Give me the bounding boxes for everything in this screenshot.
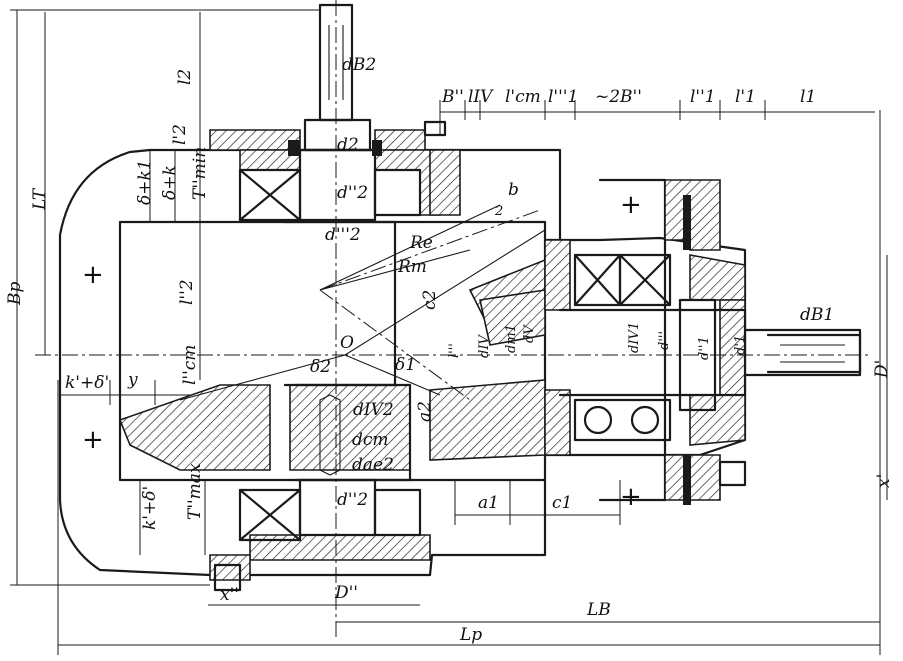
label-d2: d2 — [337, 135, 359, 155]
label-top-2b: ~2B'' — [595, 87, 642, 107]
label-top-l1p: l'1 — [735, 87, 756, 107]
svg-text:+: + — [82, 425, 104, 455]
label-k-delta: k'+δ' — [65, 373, 109, 393]
hatched-sections — [118, 129, 746, 581]
gaskets — [288, 140, 691, 505]
label-d-b2: dB2 — [342, 55, 376, 75]
label-y: y — [127, 370, 138, 390]
label-d-ae2: dae2 — [352, 455, 394, 475]
label-d2-dprime: d''2 — [337, 183, 368, 203]
label-c1: c1 — [552, 493, 572, 513]
label-c2: c2 — [420, 290, 440, 310]
label-r-m: Rm — [397, 257, 427, 277]
label-l-cm: l''cm — [180, 345, 200, 385]
svg-text:+: + — [82, 260, 104, 290]
svg-text:+: + — [620, 190, 642, 220]
cone-lines — [179, 204, 546, 401]
label-o: O — [340, 333, 354, 353]
label-d-cm: dcm — [352, 430, 389, 450]
label-l2-iii: l''2 — [177, 279, 197, 305]
label-r-e: Re — [409, 233, 433, 253]
dimension-lines — [10, 9, 888, 655]
bolts — [213, 120, 747, 592]
dimension-labels: dB2 l2 l'2 d2 d''2 d'''2 dIV2 dcm dae2 d… — [5, 55, 894, 645]
input-shaft — [558, 298, 862, 412]
svg-text:+: + — [620, 482, 642, 512]
label-d-dprime: D'' — [334, 583, 358, 603]
label-a1: a1 — [478, 493, 499, 513]
plus-markers: + + + + — [82, 190, 642, 512]
label-top-lcm: l'cm — [505, 87, 541, 107]
label-delta1: δ1 — [395, 355, 416, 375]
label-b: b — [508, 180, 519, 200]
center-lines — [35, 0, 870, 640]
label-d-prime: D' — [872, 360, 892, 379]
label-k-delta-2: k'+δ' — [140, 486, 160, 530]
label-top-b: B'' — [441, 87, 464, 107]
label-b-p: Bp — [5, 282, 25, 306]
label-d-iii: d''' — [657, 331, 672, 350]
label-d-iv: dIV — [477, 334, 492, 358]
label-x-dprime: x'' — [220, 585, 239, 605]
label-d2-tprime: d'''2 — [325, 225, 361, 245]
label-d1-iv: dIV1 — [627, 322, 642, 353]
label-d-b1: dB1 — [800, 305, 834, 325]
label-l2: l2 — [175, 69, 195, 85]
label-t-max: T''max — [185, 463, 205, 520]
label-d2-iv: dIV2 — [353, 400, 394, 420]
bearings — [238, 168, 672, 542]
label-l2-prime: l'2 — [170, 124, 190, 145]
label-delta2: δ2 — [310, 357, 331, 377]
label-top-l1pp: l''1 — [690, 87, 716, 107]
label-a2: a2 — [415, 401, 435, 422]
label-d-pp1: d''1 — [697, 336, 712, 360]
label-top-l1n: l1 — [800, 87, 816, 107]
label-l-iii-inner: l''' — [447, 343, 462, 358]
label-l-b: LB — [586, 600, 611, 620]
label-d-v: dV — [522, 324, 537, 343]
label-t-min: T''min — [190, 147, 210, 200]
label-d-m1: dm1 — [504, 324, 519, 353]
label-top-liv: lIV — [468, 87, 494, 107]
label-l-t: LT — [30, 187, 50, 211]
label-d1: d'1 — [733, 335, 748, 355]
label-l-p: Lp — [459, 625, 482, 645]
label-b-half: 2 — [494, 204, 503, 219]
label-top-l1: l'''1 — [548, 87, 578, 107]
label-x-prime: x' — [874, 474, 894, 488]
label-delta-k1: δ+k1 — [135, 159, 155, 205]
label-delta-k: δ+k — [160, 165, 180, 200]
label-d2-bottom: d''2 — [337, 490, 368, 510]
